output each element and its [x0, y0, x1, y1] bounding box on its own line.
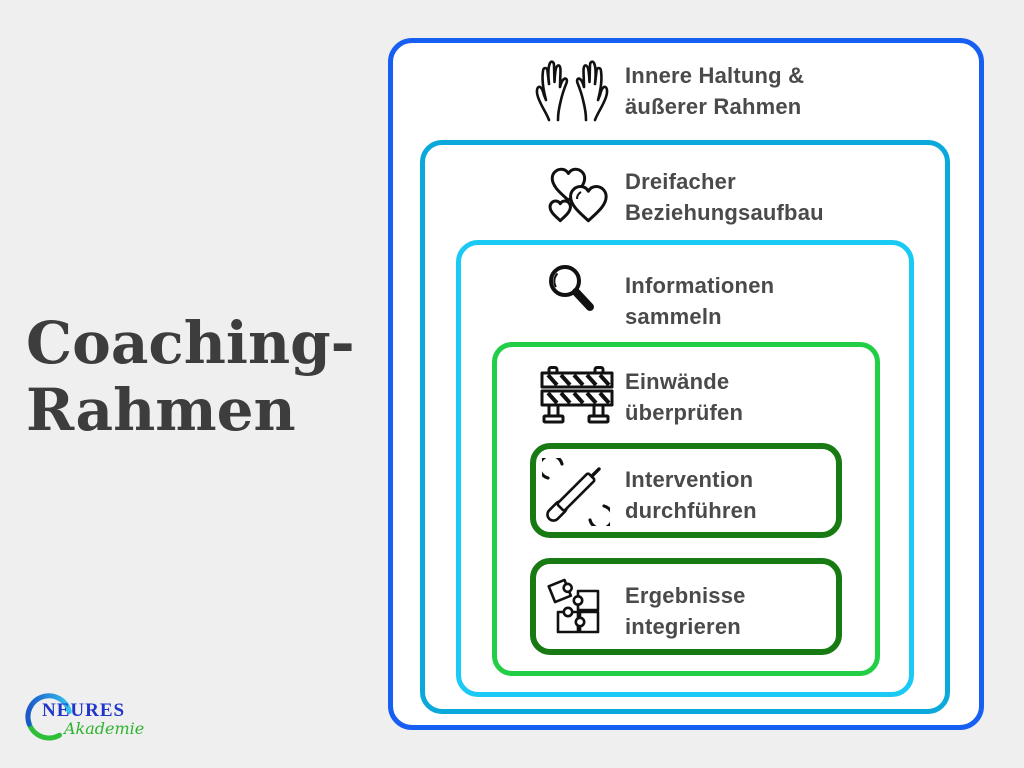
label-line: durchführen — [625, 498, 757, 523]
label-line: Informationen — [625, 273, 775, 298]
page-title: Coaching- Rahmen — [26, 310, 355, 444]
logo-name: NEURES — [42, 700, 125, 721]
puzzle-icon — [547, 578, 600, 634]
label-line: Einwände — [625, 369, 730, 394]
label-line: integrieren — [625, 614, 741, 639]
page-title-line1: Coaching- — [26, 309, 355, 377]
label-line: überprüfen — [625, 400, 744, 425]
level-label-ergebnisse: Ergebnisse integrieren — [625, 580, 746, 642]
logo-subname: Akademie — [62, 719, 144, 738]
barrier-icon — [540, 366, 614, 424]
level-label-beziehungsaufbau: Dreifacher Beziehungsaufbau — [625, 166, 824, 228]
label-line: äußerer Rahmen — [625, 94, 802, 119]
label-line: Beziehungsaufbau — [625, 200, 824, 225]
neures-akademie-logo: NEURES Akademie — [22, 688, 162, 750]
label-line: Ergebnisse — [625, 583, 746, 608]
label-line: Dreifacher — [625, 169, 736, 194]
label-line: sammeln — [625, 304, 722, 329]
level-label-innere-haltung: Innere Haltung & äußerer Rahmen — [625, 60, 804, 122]
magnifier-icon — [549, 265, 594, 311]
label-line: Innere Haltung & — [625, 63, 805, 88]
open-hands-icon — [535, 60, 609, 122]
level-label-informationen: Informationen sammeln — [625, 270, 774, 332]
logo-arc-blue — [25, 693, 72, 727]
tools-icon — [542, 458, 610, 526]
label-line: Intervention — [625, 467, 754, 492]
page-title-line2: Rahmen — [26, 376, 296, 444]
level-box-ergebnisse — [530, 558, 842, 655]
hearts-icon — [548, 166, 610, 228]
level-label-einwaende: Einwände überprüfen — [625, 366, 743, 428]
level-label-intervention: Intervention durchführen — [625, 464, 757, 526]
